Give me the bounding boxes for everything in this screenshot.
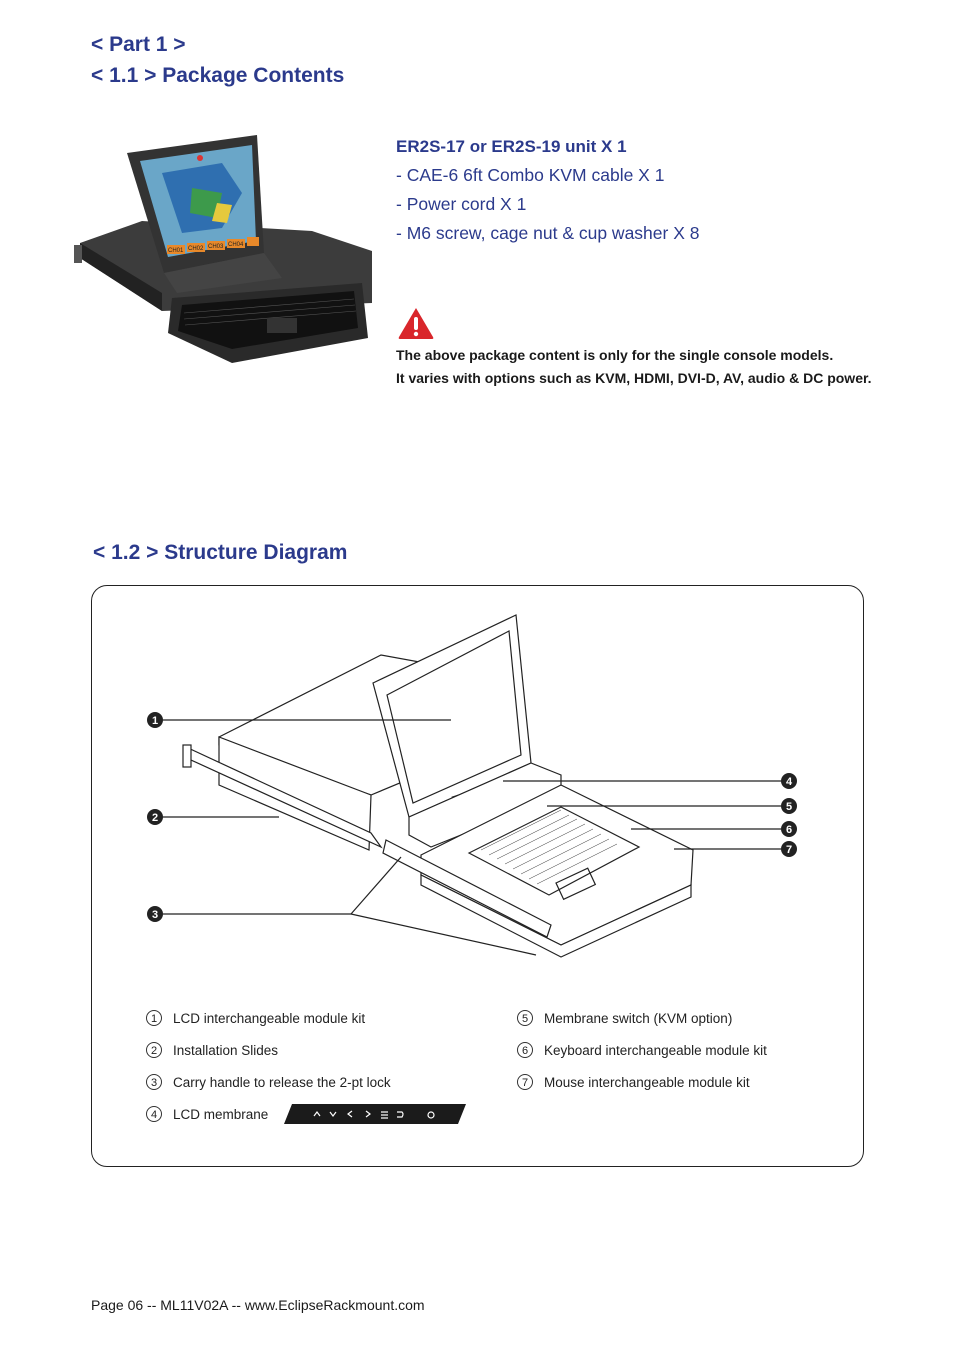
photo-channel-label: CH03 bbox=[208, 244, 224, 250]
legend-label: Keyboard interchangeable module kit bbox=[544, 1042, 767, 1058]
legend-number: 6 bbox=[517, 1042, 533, 1058]
legend-item: 4 LCD membrane bbox=[146, 1106, 268, 1122]
structure-diagram: 1 2 3 4 5 6 7 bbox=[147, 614, 797, 958]
callout-5: 5 bbox=[786, 801, 792, 813]
callout-1: 1 bbox=[152, 715, 158, 727]
legend-number: 5 bbox=[517, 1010, 533, 1026]
note-line-2: It varies with options such as KVM, HDMI… bbox=[396, 370, 872, 386]
legend-label: LCD membrane bbox=[173, 1106, 269, 1122]
legend-number: 2 bbox=[146, 1042, 162, 1058]
legend-number: 1 bbox=[146, 1010, 162, 1026]
package-contents-title: < 1.1 > Package Contents bbox=[91, 64, 345, 87]
photo-channel-label: CH02 bbox=[188, 246, 204, 252]
callout-6: 6 bbox=[786, 824, 792, 836]
package-item: - M6 screw, cage nut & cup washer X 8 bbox=[396, 223, 700, 243]
callout-4: 4 bbox=[786, 776, 793, 788]
part-title: < Part 1 > bbox=[91, 33, 186, 56]
legend-item: 6 Keyboard interchangeable module kit bbox=[517, 1042, 767, 1058]
legend-item: 7 Mouse interchangeable module kit bbox=[517, 1074, 750, 1090]
page-footer: Page 06 -- ML11V02A -- www.EclipseRackmo… bbox=[91, 1297, 425, 1313]
legend-label: Membrane switch (KVM option) bbox=[544, 1010, 733, 1026]
legend-number: 3 bbox=[146, 1074, 162, 1090]
callout-2: 2 bbox=[152, 812, 158, 824]
legend-number: 4 bbox=[146, 1106, 162, 1122]
callout-3: 3 bbox=[152, 909, 158, 921]
legend-item: 1 LCD interchangeable module kit bbox=[146, 1010, 365, 1026]
legend-label: Carry handle to release the 2-pt lock bbox=[173, 1074, 391, 1090]
lcd-membrane-strip bbox=[284, 1104, 466, 1124]
legend-number: 7 bbox=[517, 1074, 533, 1090]
product-photo: CH01 CH02 CH03 CH04 bbox=[74, 135, 372, 363]
callout-7: 7 bbox=[786, 844, 792, 856]
legend-label: LCD interchangeable module kit bbox=[173, 1010, 366, 1026]
structure-diagram-frame bbox=[91, 585, 864, 1167]
warning-icon bbox=[398, 308, 434, 339]
legend-label: Installation Slides bbox=[173, 1042, 279, 1058]
legend-item: 3 Carry handle to release the 2-pt lock bbox=[146, 1074, 391, 1090]
package-item: - Power cord X 1 bbox=[396, 194, 527, 214]
package-item: - CAE-6 6ft Combo KVM cable X 1 bbox=[396, 165, 665, 185]
structure-diagram-title: < 1.2 > Structure Diagram bbox=[93, 541, 348, 564]
photo-channel-label: CH01 bbox=[168, 248, 184, 254]
legend-item: 5 Membrane switch (KVM option) bbox=[517, 1010, 732, 1026]
package-main-item: ER2S-17 or ER2S-19 unit X 1 bbox=[396, 137, 627, 156]
legend-item: 2 Installation Slides bbox=[146, 1042, 278, 1058]
photo-channel-label: CH04 bbox=[228, 242, 244, 248]
note-line-1: The above package content is only for th… bbox=[396, 347, 834, 363]
legend-label: Mouse interchangeable module kit bbox=[544, 1074, 750, 1090]
